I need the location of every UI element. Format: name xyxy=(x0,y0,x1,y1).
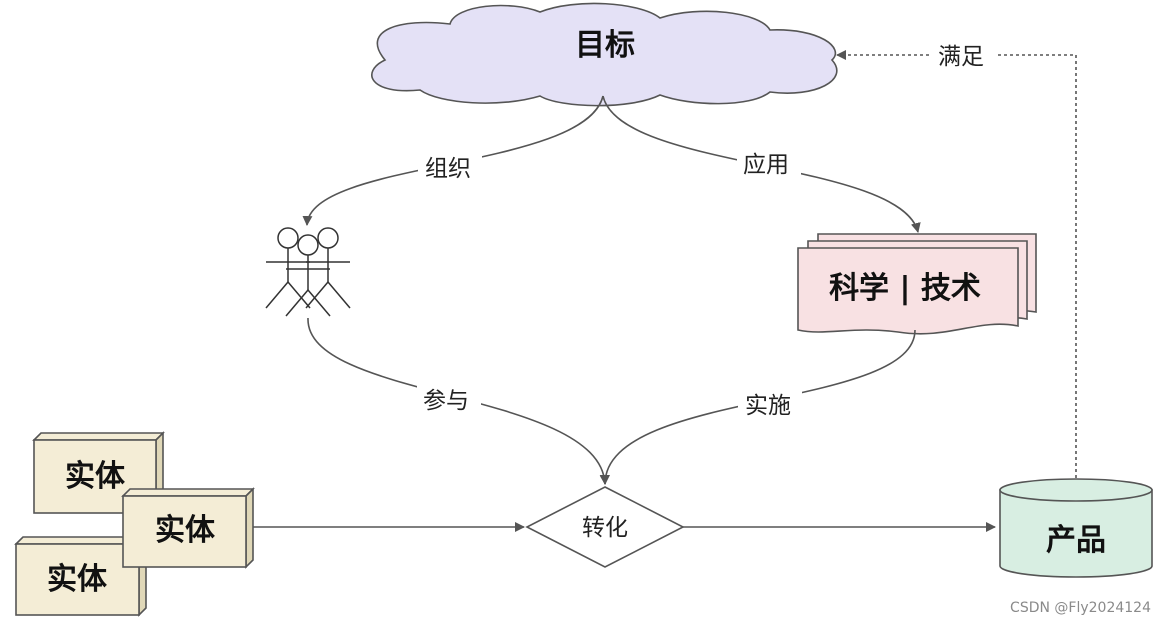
entity-label-2: 实体 xyxy=(155,513,216,548)
transform-label: 转化 xyxy=(582,515,628,541)
watermark-text: CSDN @Fly2024124 xyxy=(1010,600,1151,616)
transform-decision: 转化 xyxy=(525,486,685,568)
product-database: 产品 xyxy=(999,478,1153,578)
actors-group-icon xyxy=(265,227,351,317)
goal-cloud: 目标 xyxy=(371,2,838,107)
document-front xyxy=(797,247,1019,335)
goal-label: 目标 xyxy=(575,28,635,63)
actor-center-icon xyxy=(285,234,331,317)
sci-tech-label: 科学 | 技术 xyxy=(829,271,981,306)
entity-box-3: 实体 xyxy=(14,535,148,617)
actor-right-icon xyxy=(305,227,351,309)
edge-label-apply: 应用 xyxy=(743,152,789,178)
edge-label-satisfy: 满足 xyxy=(938,44,984,70)
cylinder-body xyxy=(999,489,1153,578)
product-label: 产品 xyxy=(1046,523,1106,558)
cloud-shape xyxy=(371,2,838,107)
cylinder-top xyxy=(999,478,1153,502)
entity-label-1: 实体 xyxy=(65,459,126,494)
edge-satisfy xyxy=(836,50,1077,478)
edge-label-organize: 组织 xyxy=(425,156,471,182)
entity-box-1: 实体 xyxy=(32,431,165,515)
sci-tech-document-stack: 科学 | 技术 xyxy=(797,233,1037,335)
entity-box-2: 实体 xyxy=(121,487,255,569)
edge-label-participate: 参与 xyxy=(423,388,469,414)
entity-label-3: 实体 xyxy=(47,562,108,597)
edge-label-implement: 实施 xyxy=(745,393,791,419)
diamond-shape xyxy=(525,486,685,568)
actor-left-icon xyxy=(265,227,311,309)
